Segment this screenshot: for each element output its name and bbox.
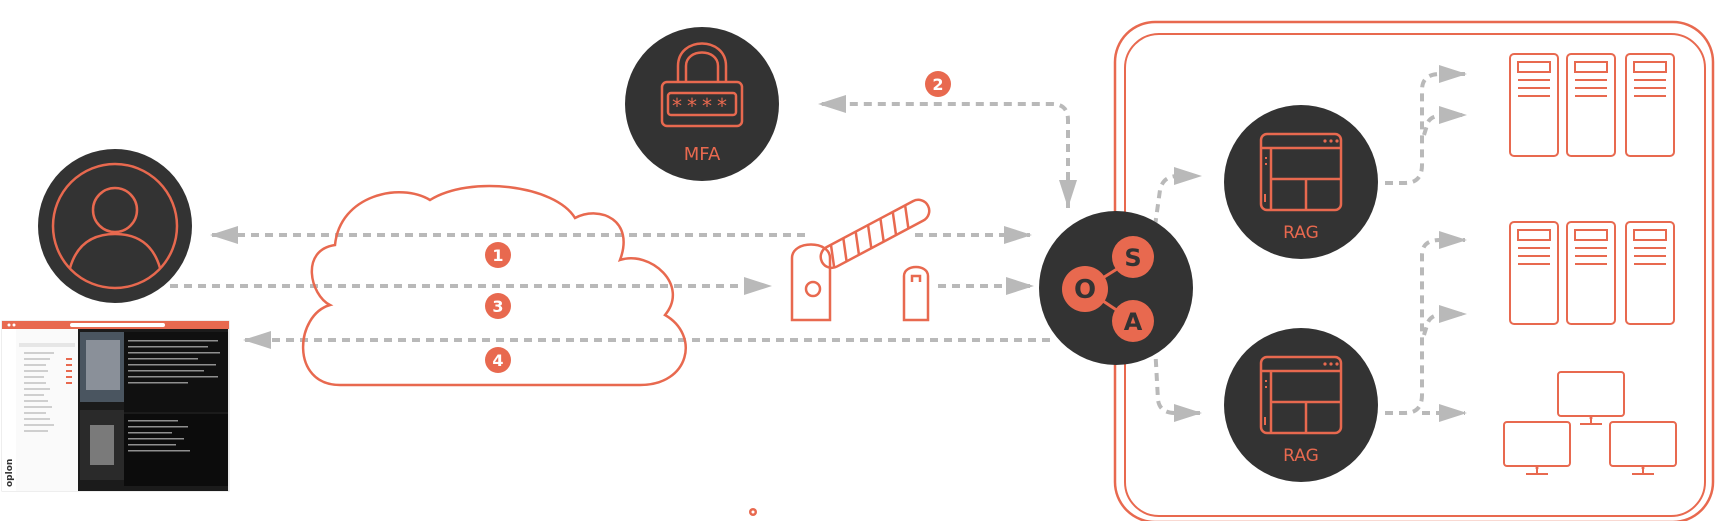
step-badge-4 (485, 347, 511, 373)
cloud-icon (301, 184, 687, 387)
workstation-group (1503, 371, 1677, 475)
svg-text:2: 2 (932, 75, 943, 94)
svg-text:4: 4 (492, 351, 503, 370)
screenshot-brand: oplon (5, 459, 15, 487)
server-rack-icon (1625, 53, 1675, 157)
server-rack-icon (1625, 221, 1675, 325)
app-screenshot: oplon (1, 320, 230, 492)
osa-node: O S A (1039, 211, 1193, 365)
rag-top-label: RAG (1283, 223, 1319, 243)
svg-text:S: S (1124, 244, 1141, 272)
arrow-osa-rag-bottom (1153, 344, 1202, 422)
server-rack-icon (1509, 53, 1559, 157)
desktop-monitor-icon (1609, 421, 1677, 475)
mfa-label: MFA (684, 144, 721, 165)
rag-bottom-label: RAG (1283, 446, 1319, 466)
mfa-code: **** (672, 94, 732, 118)
server-group-mid (1509, 221, 1675, 325)
mfa-node: **** MFA (625, 27, 779, 181)
arrow-osa-rag-top (1153, 167, 1202, 227)
step-badge-1 (485, 242, 511, 268)
server-rack-icon (1566, 221, 1616, 325)
server-rack-icon (1509, 221, 1559, 325)
user-icon (51, 162, 179, 290)
rag-top-node: RAG (1224, 105, 1378, 259)
osa-logo-icon: O S A (1062, 236, 1154, 342)
arrow-2-mfa (818, 95, 1070, 208)
desktop-monitor-icon (1557, 371, 1625, 425)
step-badge-2 (925, 71, 951, 97)
svg-text:1: 1 (492, 246, 503, 265)
arrow-rag-servers-mid (1385, 231, 1467, 415)
connectors (170, 65, 1467, 422)
svg-text:3: 3 (492, 297, 503, 316)
rag-bottom-node: RAG (1224, 328, 1378, 482)
step-badges: 1 3 4 2 (485, 71, 951, 373)
server-group-top (1509, 53, 1675, 157)
bottom-dot (749, 508, 757, 516)
desktop-monitor-icon (1503, 421, 1571, 475)
svg-text:A: A (1124, 308, 1143, 336)
step-badge-3 (485, 293, 511, 319)
user-node (38, 149, 192, 303)
svg-text:O: O (1074, 275, 1096, 305)
barrier-gate-icon (790, 198, 931, 322)
server-rack-icon (1566, 53, 1616, 157)
padlock-icon (660, 42, 744, 128)
arrow-rag-servers-top (1385, 65, 1467, 185)
backend-container (1113, 20, 1715, 521)
